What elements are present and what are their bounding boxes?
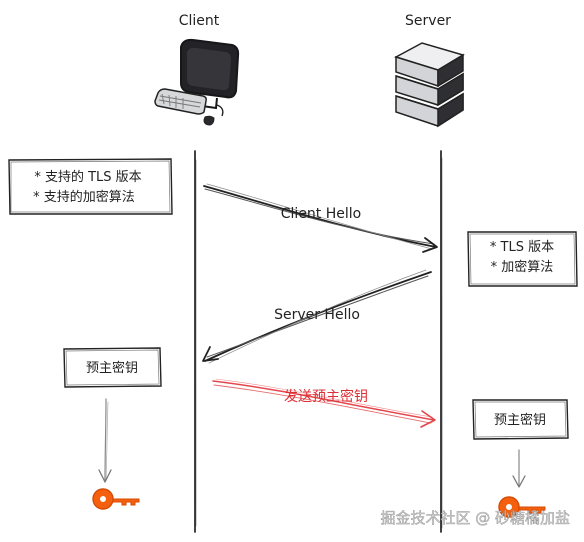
desktop-computer-icon bbox=[154, 38, 240, 126]
client-label: Client bbox=[179, 13, 220, 29]
client-hello-label: Client Hello bbox=[281, 206, 361, 222]
server-derive-arrow bbox=[512, 449, 526, 488]
client-premaster-box: 预主密钥 bbox=[63, 347, 162, 388]
server-capabilities-box: * TLS 版本 * 加密算法 bbox=[467, 231, 578, 287]
server-rack-icon bbox=[394, 42, 465, 128]
client-derive-arrow bbox=[98, 398, 112, 483]
client-capability-line-2: * 支持的加密算法 bbox=[33, 189, 135, 205]
server-hello-arrow bbox=[202, 269, 432, 364]
server-capability-line-2: * 加密算法 bbox=[491, 259, 554, 275]
server-hello-label: Server Hello bbox=[274, 307, 360, 323]
key-icon bbox=[92, 488, 140, 510]
client-capabilities-box: * 支持的 TLS 版本 * 支持的加密算法 bbox=[8, 158, 173, 215]
server-premaster-box: 预主密钥 bbox=[472, 399, 569, 440]
server-premaster-label: 预主密钥 bbox=[494, 412, 546, 428]
send-premaster-label: 发送预主密钥 bbox=[284, 388, 368, 405]
send-premaster-arrow bbox=[212, 378, 436, 428]
client-capability-line-1: * 支持的 TLS 版本 bbox=[34, 169, 141, 185]
key-icon bbox=[498, 496, 546, 518]
watermark: 掘金技术社区 @ 砂糖橘加盐 bbox=[380, 509, 570, 527]
server-capability-line-1: * TLS 版本 bbox=[490, 240, 554, 255]
client-premaster-label: 预主密钥 bbox=[86, 360, 138, 376]
client-hello-arrow bbox=[203, 183, 438, 253]
server-label: Server bbox=[405, 13, 451, 29]
